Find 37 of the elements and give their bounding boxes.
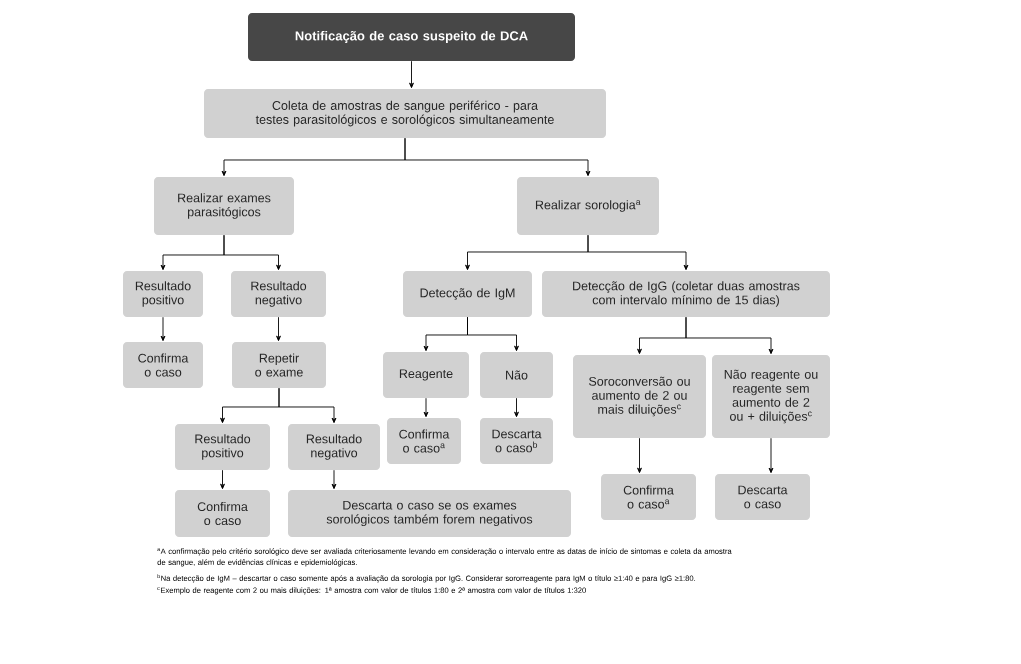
- arrow: [404, 137, 591, 177]
- process-box: Coleta de amostras de sangue periférico - para testes parasitológicos e sorológicos simultaneamente: [204, 89, 606, 138]
- process-box: Detecção de IgG (coletar duas amostras com intervalo mínimo de 15 dias): [542, 271, 830, 317]
- process-box: Confirma o caso$^{a}$: [387, 418, 461, 464]
- process-box: Resultado negativo: [288, 424, 380, 470]
- process-box: Descarta o caso se os exames sorológicos também forem negativos: [288, 490, 571, 537]
- arrow: [685, 316, 774, 355]
- arrow: [276, 316, 281, 342]
- process-box: Reagente: [383, 352, 469, 398]
- arrow: [467, 316, 519, 352]
- arrow: [331, 469, 337, 490]
- arrow: [637, 437, 642, 474]
- process-box: Resultado negativo: [231, 271, 326, 317]
- process-box: Detecção de IgM: [403, 271, 532, 317]
- process-box: Realizar sorologia$^{a}$: [517, 177, 659, 235]
- process-box: Soroconversão ou aumento de 2 ou mais diluições$^{c}$: [573, 355, 706, 438]
- process-box: Repetir o exame: [232, 342, 326, 388]
- arrow: [409, 60, 414, 89]
- process-box: Descarta o caso$^{b}$: [480, 418, 553, 464]
- process-box: Resultado positivo: [175, 424, 270, 470]
- arrow: [160, 316, 166, 342]
- process-box: Não: [480, 352, 553, 398]
- arrow: [220, 469, 225, 490]
- process-box: Não reagente ou reagente sem aumento de 2 ou + diluições$^{c}$: [712, 355, 830, 438]
- arrow: [423, 397, 429, 418]
- process-box: Descarta o caso: [715, 474, 810, 520]
- process-box: Confirma o caso: [175, 490, 270, 537]
- arrow: [768, 437, 774, 474]
- arrow: [223, 234, 281, 271]
- process-box: Confirma o caso: [123, 342, 203, 388]
- process-box: Realizar exames parasitógicos: [154, 177, 294, 235]
- process-box: Confirma o caso$^{a}$: [601, 474, 696, 520]
- arrow: [278, 387, 337, 424]
- arrow: [587, 234, 689, 271]
- process-box: Resultado positivo: [123, 271, 203, 317]
- arrow: [514, 397, 519, 418]
- start-box: Notificação de caso suspeito de DCA: [248, 13, 575, 61]
